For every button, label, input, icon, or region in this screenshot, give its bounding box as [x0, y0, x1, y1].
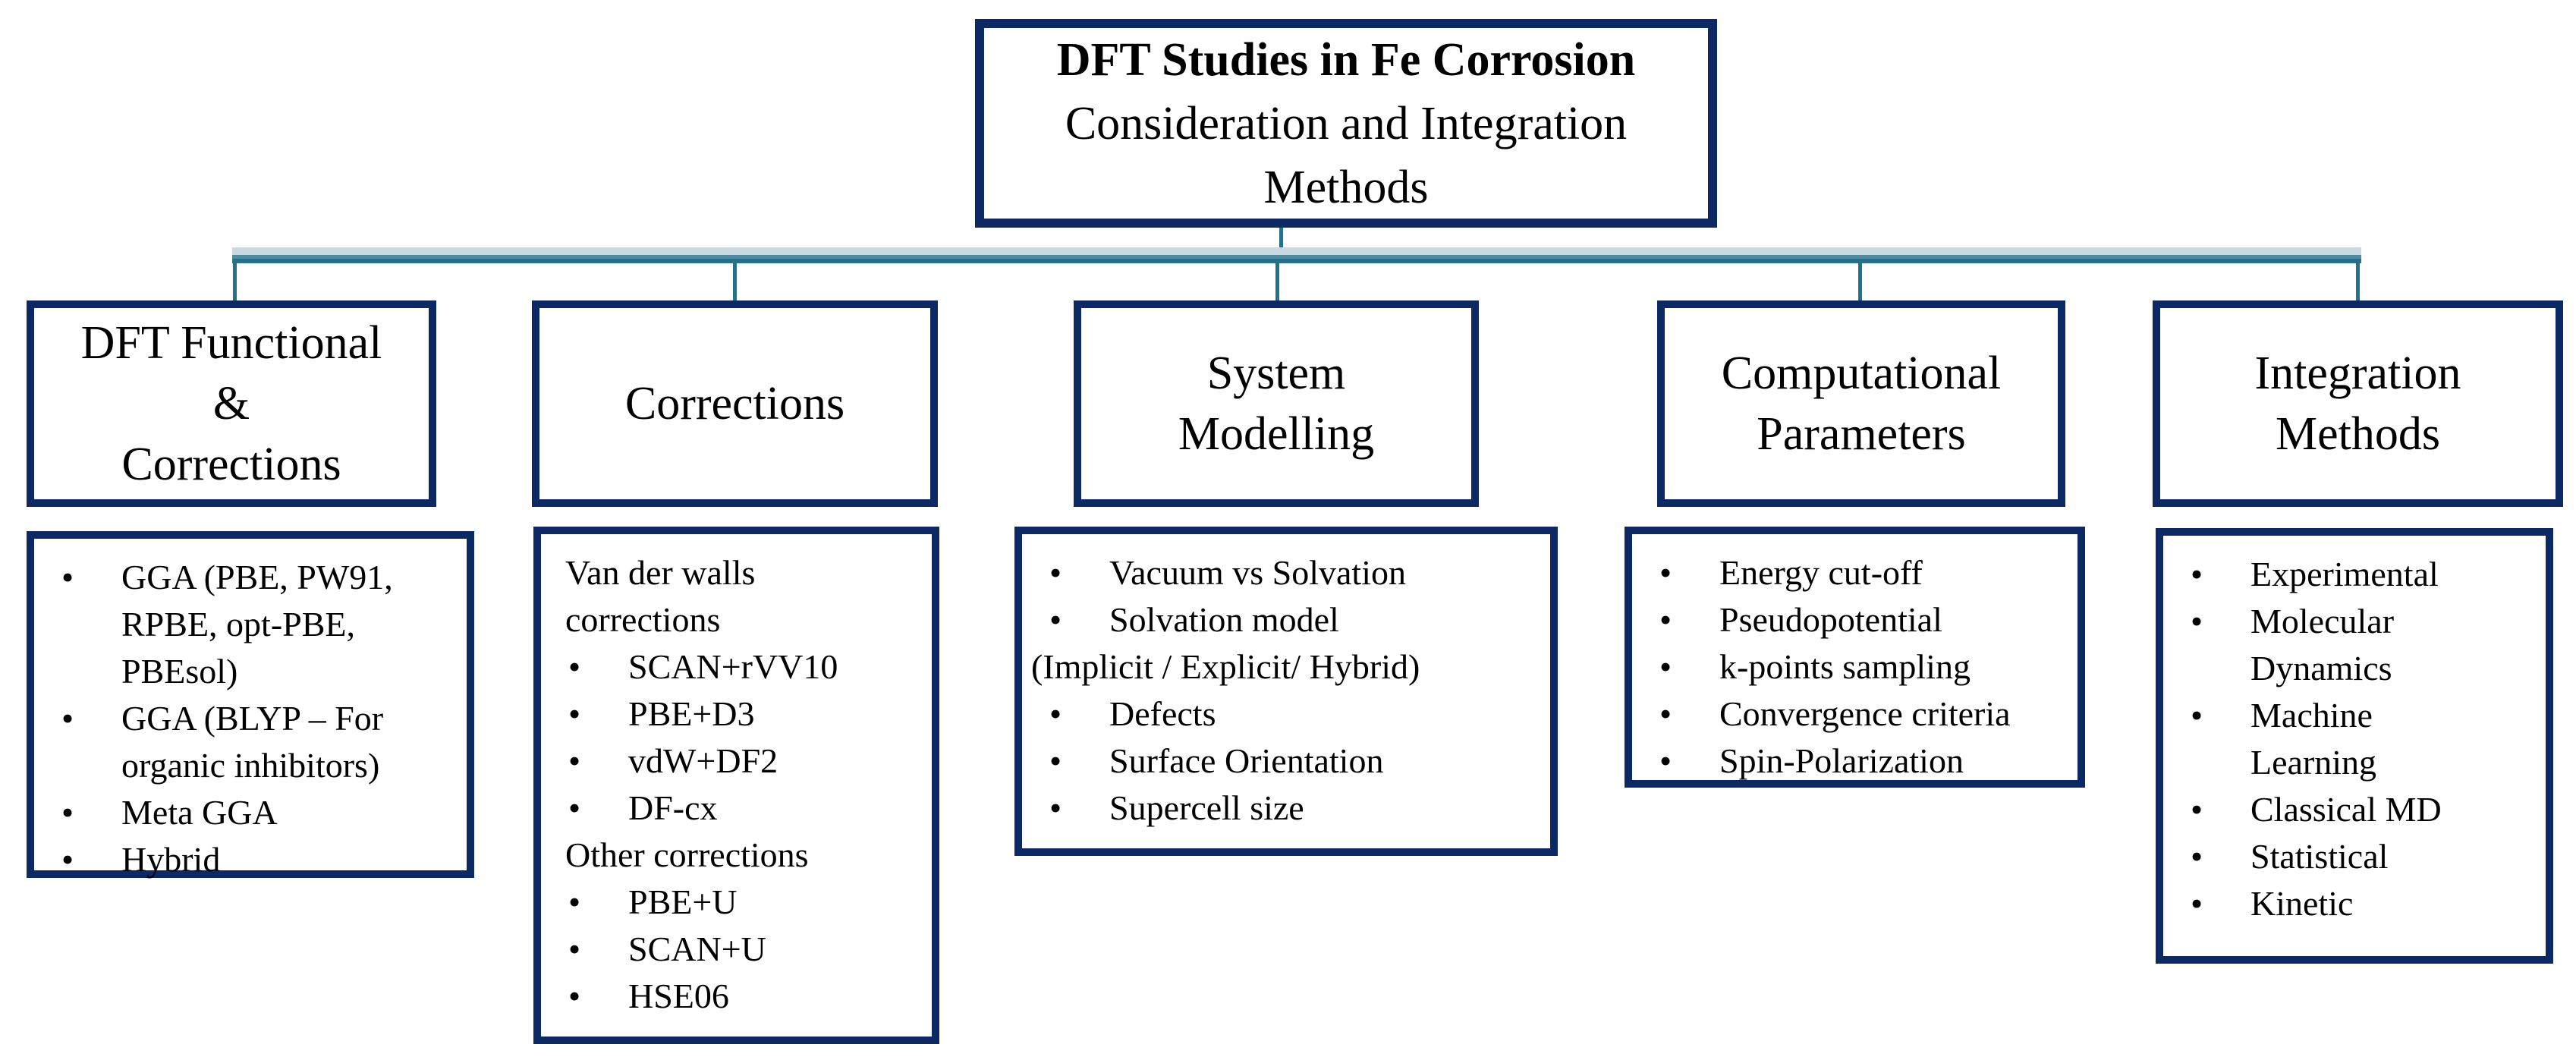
list-item: Van der walls corrections	[565, 553, 756, 639]
branch-list-system-modelling: Vacuum vs Solvation Solvation model (Imp…	[1014, 527, 1558, 856]
bullet-list: Vacuum vs Solvation Solvation model (Imp…	[1022, 534, 1550, 832]
list-item: vdW+DF2	[541, 738, 920, 785]
connector-drop-4	[1858, 263, 1862, 302]
list-item: Kinetic	[2163, 880, 2534, 927]
bullet-list: Van der walls corrections SCAN+rVV10 PBE…	[541, 534, 932, 1020]
list-item: k-points sampling	[1632, 643, 2065, 691]
list-item: Meta GGA	[34, 789, 454, 836]
list-item: Surface Orientation	[1022, 738, 1538, 785]
list-item: SCAN+U	[541, 926, 920, 973]
list-item: Spin-Polarization	[1632, 738, 2065, 785]
list-item: Vacuum vs Solvation	[1022, 549, 1538, 596]
root-node-subtitle: Consideration and Integration Methods	[1065, 97, 1628, 213]
list-item: Experimental	[2163, 551, 2534, 598]
root-node-title: DFT Studies in Fe Corrosion	[1056, 33, 1636, 86]
branch-header-system-modelling: System Modelling	[1074, 300, 1479, 507]
list-item: Solvation model	[1022, 596, 1538, 643]
branch-header-computational-parameters: Computational Parameters	[1657, 300, 2065, 507]
list-item: HSE06	[541, 973, 920, 1020]
list-item: Statistical	[2163, 833, 2534, 880]
list-item: PBE+D3	[541, 691, 920, 738]
connector-drop-2	[733, 263, 737, 302]
bullet-list: Experimental Molecular Dynamics Machine …	[2163, 536, 2546, 927]
connector-drop-1	[233, 263, 237, 302]
branch-list-computational-parameters: Energy cut-off Pseudopotential k-points …	[1625, 527, 2085, 788]
root-node-box: DFT Studies in Fe Corrosion Consideratio…	[975, 19, 1717, 228]
branch-header-dft-functional: DFT Functional & Corrections	[27, 300, 436, 507]
branch-header-label: Integration Methods	[2254, 348, 2461, 460]
branch-list-dft-functional: GGA (PBE, PW91, RPBE, opt-PBE, PBEsol) G…	[27, 531, 474, 883]
bullet-list: GGA (PBE, PW91, RPBE, opt-PBE, PBEsol) G…	[34, 539, 467, 883]
list-item: Hybrid	[34, 836, 454, 883]
branch-header-corrections: Corrections	[532, 300, 938, 507]
connector-bus	[232, 259, 2361, 263]
list-item: Pseudopotential	[1632, 596, 2065, 643]
list-item: GGA (PBE, PW91, RPBE, opt-PBE, PBEsol)	[34, 554, 454, 695]
connector-drop-3	[1275, 263, 1279, 302]
list-item: Classical MD	[2163, 786, 2534, 833]
branch-list-corrections: Van der walls corrections SCAN+rVV10 PBE…	[533, 527, 939, 1044]
list-item: GGA (BLYP – For organic inhibitors)	[34, 695, 454, 789]
branch-header-integration-methods: Integration Methods	[2153, 300, 2563, 507]
branch-header-label: System Modelling	[1178, 348, 1375, 460]
branch-header-label: DFT Functional & Corrections	[80, 317, 382, 490]
list-item: Machine Learning	[2163, 692, 2534, 786]
bullet-list: Energy cut-off Pseudopotential k-points …	[1632, 534, 2077, 785]
connector-root-stub	[1279, 228, 1283, 263]
connector-bus-highlight	[232, 247, 2361, 255]
list-item: PBE+U	[541, 879, 920, 926]
connector-bus-mid	[232, 255, 2361, 259]
branch-list-integration-methods: Experimental Molecular Dynamics Machine …	[2156, 528, 2553, 964]
connector-drop-5	[2356, 263, 2360, 302]
list-item: Energy cut-off	[1632, 549, 2065, 596]
list-item: Other corrections	[565, 835, 809, 874]
list-item: Molecular Dynamics	[2163, 598, 2534, 692]
list-item: Defects	[1022, 691, 1538, 738]
list-item: (Implicit / Explicit/ Hybrid)	[1031, 647, 1420, 686]
branch-header-label: Computational Parameters	[1721, 348, 2002, 460]
list-item: Convergence criteria	[1632, 691, 2065, 738]
list-item: DF-cx	[541, 785, 920, 832]
branch-header-label: Corrections	[624, 378, 845, 429]
list-item: Supercell size	[1022, 785, 1538, 832]
list-item: SCAN+rVV10	[541, 643, 920, 691]
